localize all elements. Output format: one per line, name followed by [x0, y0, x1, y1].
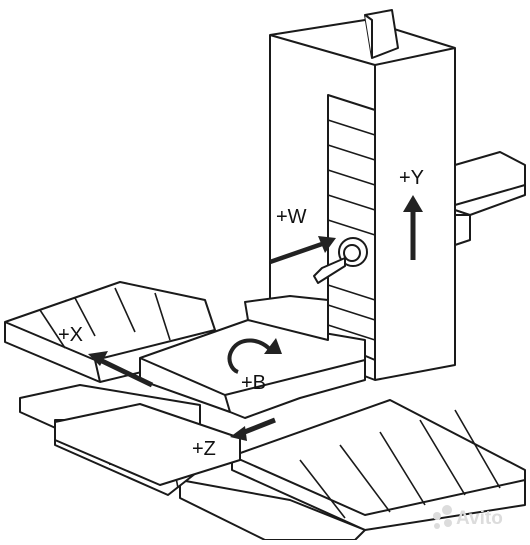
label-b: +B — [241, 372, 266, 394]
z-axis-bed — [179, 399, 526, 541]
avito-watermark: Avito — [433, 505, 503, 529]
spindle — [313, 237, 368, 284]
table-slide — [54, 403, 241, 486]
z-arrow — [230, 417, 276, 441]
column — [269, 9, 526, 381]
x-arrow — [88, 351, 154, 388]
b-rotation-arrow — [227, 338, 282, 374]
label-y: +Y — [399, 167, 424, 189]
label-x: +X — [58, 324, 83, 346]
label-z: +Z — [192, 438, 216, 460]
label-w: +W — [276, 206, 307, 228]
y-arrow — [403, 195, 423, 260]
w-arrow — [269, 236, 336, 265]
svg-text:Avito: Avito — [456, 508, 503, 529]
rotary-table — [139, 295, 366, 419]
